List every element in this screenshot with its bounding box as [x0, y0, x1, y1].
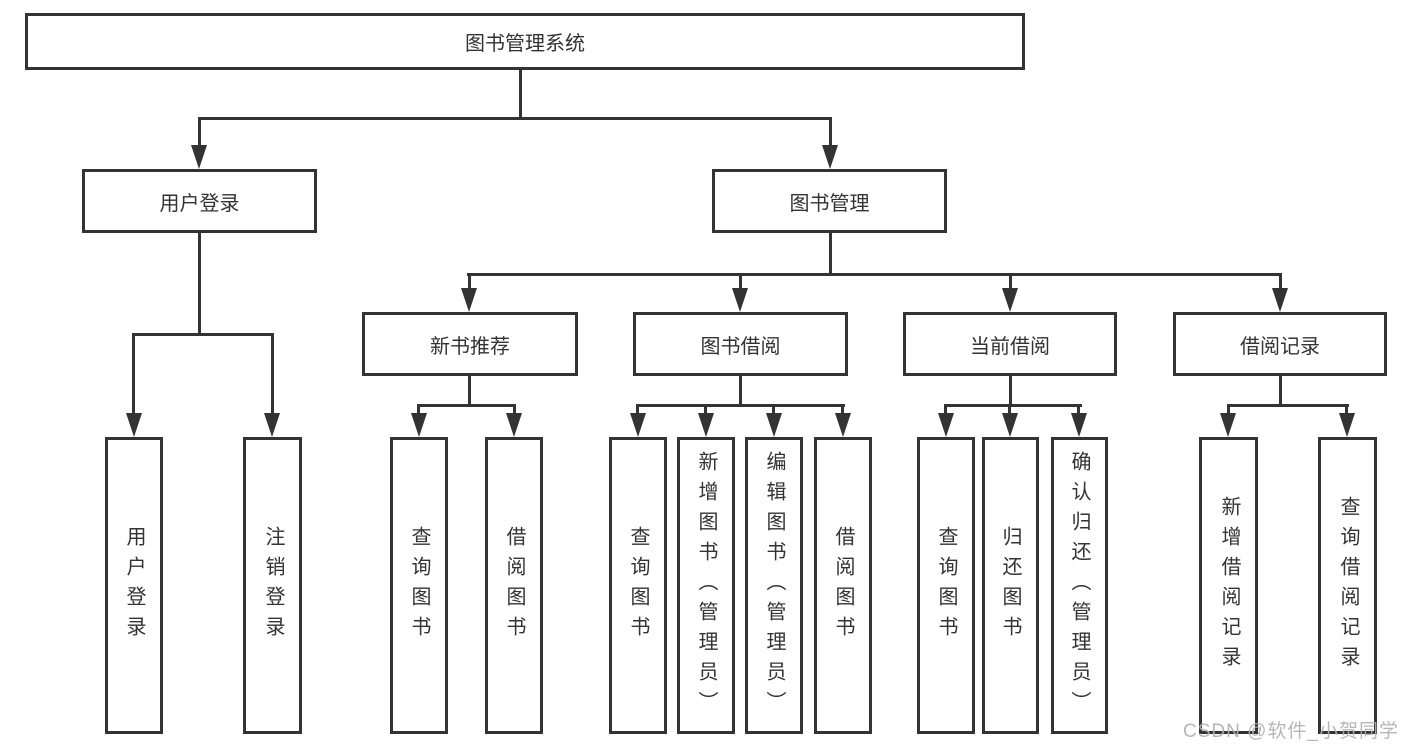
leaf-borrow-borrow-books: 借阅图书	[814, 437, 872, 734]
leaf-query-borrow-record: 查询借阅记录	[1318, 437, 1377, 734]
leaf-return-books: 归还图书	[982, 437, 1039, 734]
connector-current-branch	[944, 404, 1082, 407]
node-user-login-label: 用户登录	[159, 192, 240, 215]
arrow-down-icon	[766, 413, 782, 437]
arrow-down-icon	[191, 145, 207, 169]
watermark: CSDN @软件_小贺同学	[1183, 721, 1399, 742]
node-new-book-recommend-label: 新书推荐	[430, 335, 510, 358]
arrow-down-icon	[1220, 413, 1236, 437]
node-book-management-label: 图书管理	[789, 192, 870, 215]
leaf-logout: 注销登录	[243, 437, 302, 734]
connector-recommend-stem	[468, 376, 471, 407]
node-borrow-records-label: 借阅记录	[1240, 335, 1320, 358]
leaf-recommend-borrow-books: 借阅图书	[485, 437, 543, 734]
connector-drop-recommend	[468, 273, 471, 291]
leaf-add-borrow-record: 新增借阅记录	[1199, 437, 1258, 734]
node-root: 图书管理系统	[25, 13, 1025, 70]
arrow-down-icon	[630, 413, 646, 437]
leaf-recommend-query-books: 查询图书	[390, 437, 448, 734]
leaf-user-login: 用户登录	[105, 437, 163, 734]
leaf-edit-book-admin: 编辑图书（管理员）	[745, 437, 803, 734]
leaf-add-book-admin: 新增图书（管理员）	[677, 437, 735, 734]
node-current-borrow: 当前借阅	[903, 312, 1117, 376]
node-new-book-recommend: 新书推荐	[362, 312, 578, 376]
connector-drop-login-1	[132, 333, 135, 415]
connector-drop-borrow-3	[772, 404, 775, 416]
arrow-down-icon	[1071, 413, 1087, 437]
connector-drop-recommend-2	[513, 404, 516, 416]
arrow-down-icon	[264, 413, 280, 437]
arrow-down-icon	[1339, 413, 1355, 437]
arrow-down-icon	[822, 145, 838, 169]
connector-login-branch	[132, 333, 274, 336]
connector-drop-book-management	[829, 117, 832, 149]
arrow-down-icon	[506, 413, 522, 437]
connector-drop-current-3	[1077, 404, 1080, 416]
connector-level2-branch	[198, 117, 832, 120]
connector-records-branch	[1227, 404, 1349, 407]
arrow-down-icon	[1272, 288, 1288, 312]
connector-records-stem	[1279, 376, 1282, 407]
node-current-borrow-label: 当前借阅	[970, 335, 1050, 358]
connector-level3-branch	[467, 273, 1282, 276]
leaf-confirm-return-admin: 确认归还（管理员）	[1051, 437, 1108, 734]
connector-drop-borrow-2	[704, 404, 707, 416]
node-book-borrow-label: 图书借阅	[700, 335, 781, 358]
arrow-down-icon	[1002, 288, 1018, 312]
connector-borrow-branch	[636, 404, 845, 407]
node-borrow-records: 借阅记录	[1173, 312, 1387, 376]
connector-drop-records-2	[1345, 404, 1348, 416]
arrow-down-icon	[1002, 413, 1018, 437]
connector-current-stem	[1009, 376, 1012, 407]
connector-drop-records-1	[1227, 404, 1230, 416]
connector-drop-login-2	[271, 333, 274, 415]
node-user-login: 用户登录	[82, 169, 317, 233]
connector-drop-records	[1279, 273, 1282, 291]
arrow-down-icon	[938, 413, 954, 437]
connector-drop-borrow-1	[636, 404, 639, 416]
arrow-down-icon	[411, 413, 427, 437]
arrow-down-icon	[732, 288, 748, 312]
connector-borrow-stem	[739, 376, 742, 407]
node-book-borrow: 图书借阅	[633, 312, 848, 376]
connector-drop-user-login	[198, 117, 201, 149]
arrow-down-icon	[461, 288, 477, 312]
connector-drop-recommend-1	[417, 404, 420, 416]
arrow-down-icon	[698, 413, 714, 437]
connector-drop-borrow	[739, 273, 742, 291]
connector-drop-current	[1009, 273, 1012, 291]
leaf-current-query-books: 查询图书	[917, 437, 975, 734]
connector-drop-borrow-4	[841, 404, 844, 416]
node-root-label: 图书管理系统	[465, 33, 585, 55]
arrow-down-icon	[835, 413, 851, 437]
leaf-borrow-query-books: 查询图书	[609, 437, 667, 734]
connector-root-stem	[519, 70, 522, 120]
connector-book-management-stem	[829, 233, 832, 276]
arrow-down-icon	[126, 413, 142, 437]
node-book-management: 图书管理	[712, 169, 947, 233]
connector-drop-current-2	[1008, 404, 1011, 416]
connector-recommend-branch	[417, 404, 516, 407]
connector-user-login-stem	[198, 233, 201, 336]
connector-drop-current-1	[944, 404, 947, 416]
